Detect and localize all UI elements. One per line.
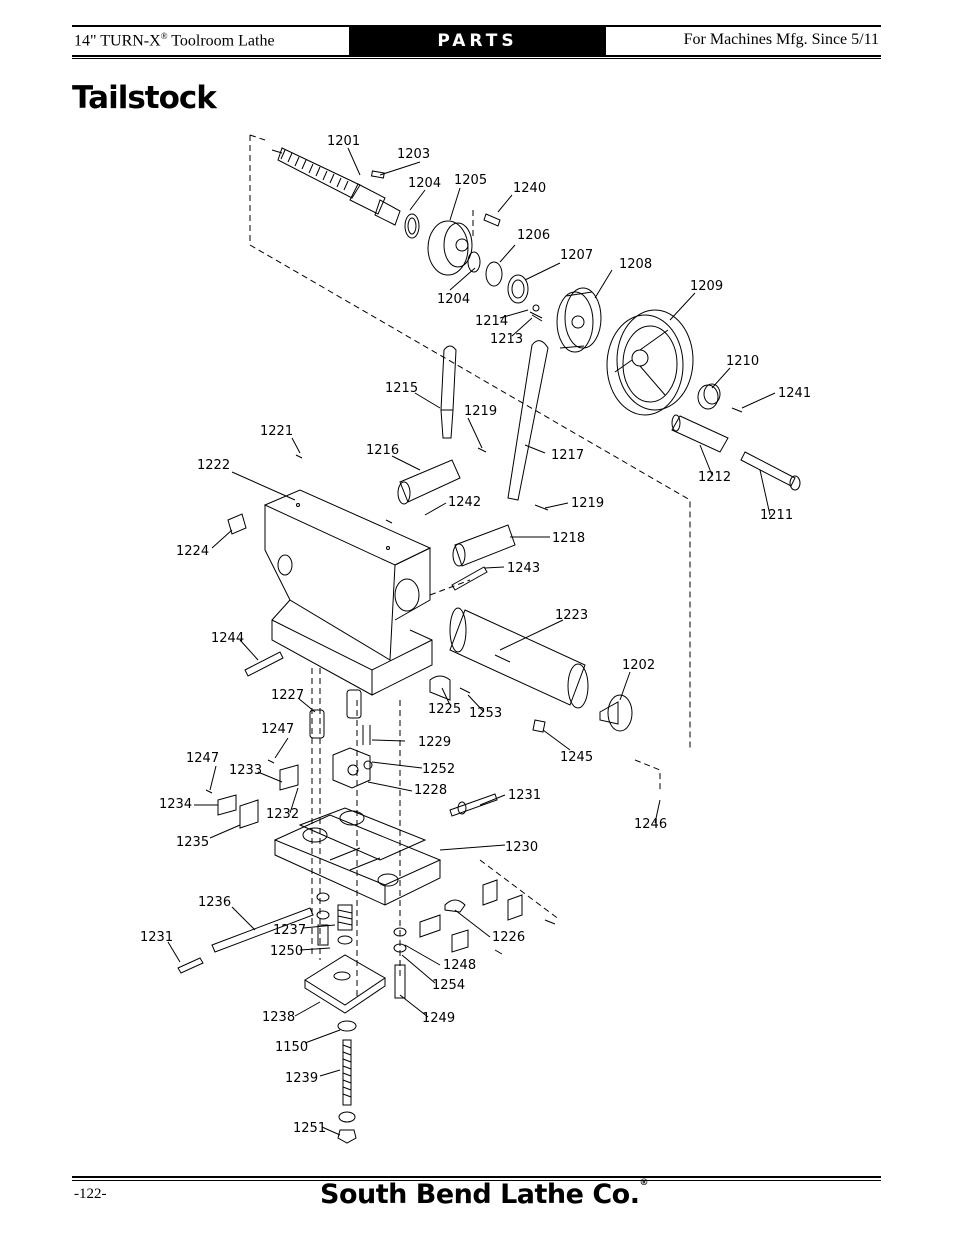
callout-1250: 1250 [270, 944, 303, 959]
callout-1203: 1203 [397, 147, 430, 162]
leadscrew [271, 147, 401, 226]
callout-1217: 1217 [551, 448, 584, 463]
callout-1251: 1251 [293, 1121, 326, 1136]
handwheel [606, 309, 694, 416]
footer-top-rule-thin [72, 1180, 881, 1181]
callout-1231-right: 1231 [508, 788, 541, 803]
callout-1150: 1150 [275, 1040, 308, 1055]
callout-1228: 1228 [414, 783, 447, 798]
callout-1235: 1235 [176, 835, 209, 850]
callout-1245: 1245 [560, 750, 593, 765]
callout-1244: 1244 [211, 631, 244, 646]
callout-1213: 1213 [490, 332, 523, 347]
callout-1233: 1233 [229, 763, 262, 778]
callout-1243: 1243 [507, 561, 540, 576]
callout-1205: 1205 [454, 173, 487, 188]
callout-1219-upper: 1219 [464, 404, 497, 419]
callout-1246: 1246 [634, 817, 667, 832]
header-top-rule [72, 25, 881, 27]
callout-1231-left: 1231 [140, 930, 173, 945]
callout-1225: 1225 [428, 702, 461, 717]
callout-1204: 1204 [408, 176, 441, 191]
callout-1247-upper: 1247 [261, 722, 294, 737]
callout-1209: 1209 [690, 279, 723, 294]
callout-1236: 1236 [198, 895, 231, 910]
callout-1215: 1215 [385, 381, 418, 396]
callout-1206: 1206 [517, 228, 550, 243]
footer-top-rule [72, 1176, 881, 1178]
callout-1230: 1230 [505, 840, 538, 855]
header-section-label: PARTS [349, 27, 606, 55]
callout-1214: 1214 [475, 314, 508, 329]
page-title: Tailstock [72, 80, 217, 116]
callout-1207: 1207 [560, 248, 593, 263]
callout-1253: 1253 [469, 706, 502, 721]
callout-1226: 1226 [492, 930, 525, 945]
callout-1249: 1249 [422, 1011, 455, 1026]
callout-1232: 1232 [266, 807, 299, 822]
callout-1204-lower: 1204 [437, 292, 470, 307]
callout-1221: 1221 [260, 424, 293, 439]
callout-1227: 1227 [271, 688, 304, 703]
callout-1254: 1254 [432, 978, 465, 993]
page-number: -122- [74, 1186, 107, 1202]
callout-1222: 1222 [197, 458, 230, 473]
header-model: 14" TURN-X® Toolroom Lathe [74, 31, 275, 50]
callout-1210: 1210 [726, 354, 759, 369]
callout-1238: 1238 [262, 1010, 295, 1025]
callout-1201: 1201 [327, 134, 360, 149]
tailstock-base [273, 807, 442, 906]
callout-1223: 1223 [555, 608, 588, 623]
callout-1242: 1242 [448, 495, 481, 510]
callout-1240: 1240 [513, 181, 546, 196]
callout-1224: 1224 [176, 544, 209, 559]
callout-1229: 1229 [418, 735, 451, 750]
callout-1247-lower: 1247 [186, 751, 219, 766]
brand-logo: South Bend Lathe Co.® [320, 1178, 648, 1210]
callout-1252: 1252 [422, 762, 455, 777]
callout-1212: 1212 [698, 470, 731, 485]
callout-1237: 1237 [273, 923, 306, 938]
header-mfg-date: For Machines Mfg. Since 5/11 [683, 31, 879, 48]
callout-1248: 1248 [443, 958, 476, 973]
callout-1239: 1239 [285, 1071, 318, 1086]
callout-1218: 1218 [552, 531, 585, 546]
callout-1234: 1234 [159, 797, 192, 812]
callout-1202: 1202 [622, 658, 655, 673]
header-bottom-rule [72, 55, 881, 57]
tailstock-body [263, 489, 433, 696]
header-bottom-rule-thin [72, 58, 881, 59]
callout-1241: 1241 [778, 386, 811, 401]
callout-1216: 1216 [366, 443, 399, 458]
callout-1211: 1211 [760, 508, 793, 523]
callout-1219-lower: 1219 [571, 496, 604, 511]
callout-1208: 1208 [619, 257, 652, 272]
